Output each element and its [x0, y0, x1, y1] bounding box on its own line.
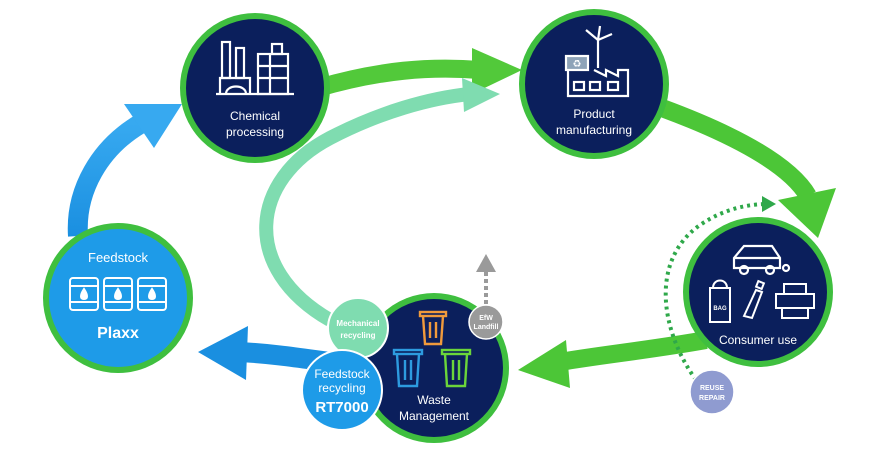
waste-management-label-line2: Management: [399, 409, 470, 423]
feedstock-recycling-brand: RT7000: [315, 399, 368, 416]
product-manufacturing-label-line1: Product: [573, 107, 615, 121]
bottle-icon: [742, 279, 766, 320]
printer-icon: [775, 283, 815, 319]
trash-bin-green-icon: [440, 348, 472, 388]
barrel-icon: [137, 277, 167, 311]
arrow-product-to-consumer: [658, 99, 836, 238]
efw-landfill-line2: Landfill: [474, 324, 499, 331]
reuse-repair-line1: REUSE: [700, 385, 724, 392]
arrow-efw-up: [476, 254, 496, 304]
mechanical-recycling-line1: Mechanical: [336, 319, 379, 328]
manufacturing-plant-icon: [564, 25, 630, 98]
bubble-reuse-repair: REUSE REPAIR: [689, 369, 735, 415]
node-consumer-use: BAG Consumer use: [683, 217, 833, 367]
feedstock-recycling-line1: Feedstock: [314, 367, 370, 381]
arrow-chemical-to-product: [315, 48, 522, 97]
bag-text: BAG: [713, 306, 727, 312]
product-manufacturing-label-line2: manufacturing: [556, 123, 632, 137]
arrow-consumer-to-waste: [518, 331, 708, 388]
barrel-icon: [69, 277, 99, 311]
chemical-processing-label-line2: processing: [226, 125, 284, 139]
shopping-bag-icon: [709, 279, 731, 323]
reuse-repair-line2: REPAIR: [699, 395, 725, 402]
trash-bin-orange-icon: [418, 310, 448, 346]
barrel-icon: [103, 277, 133, 311]
arrow-mechanical-to-product: [259, 78, 500, 327]
consumer-use-label: Consumer use: [719, 333, 797, 347]
chemical-processing-label-line1: Chemical: [230, 109, 280, 123]
waste-management-label-line1: Waste: [417, 393, 451, 407]
bubble-feedstock-recycling: Feedstock recycling RT7000: [301, 349, 383, 431]
feedstock-recycling-line2: recycling: [318, 381, 365, 395]
bubble-efw-landfill: EfW Landfill: [468, 304, 504, 340]
node-product-manufacturing: ♻ Product manufacturing: [519, 9, 669, 159]
node-chemical-processing: Chemical processing: [180, 13, 330, 163]
node-feedstock: Feedstock Plaxx: [43, 223, 193, 373]
efw-landfill-line1: EfW: [479, 315, 493, 322]
feedstock-title: Feedstock: [88, 250, 148, 265]
recycle-icon: ♻: [573, 59, 582, 70]
arrow-reuse-repair-loop: [663, 196, 776, 382]
mechanical-recycling-line2: recycling: [340, 331, 375, 340]
trash-bin-blue-icon: [392, 348, 424, 388]
feedstock-brand: Plaxx: [97, 325, 139, 342]
bubble-mechanical-recycling: Mechanical recycling: [327, 297, 389, 359]
factory-icon: [216, 40, 294, 96]
arrow-feedstock-to-chemical: [67, 104, 182, 237]
car-icon: [732, 244, 791, 276]
